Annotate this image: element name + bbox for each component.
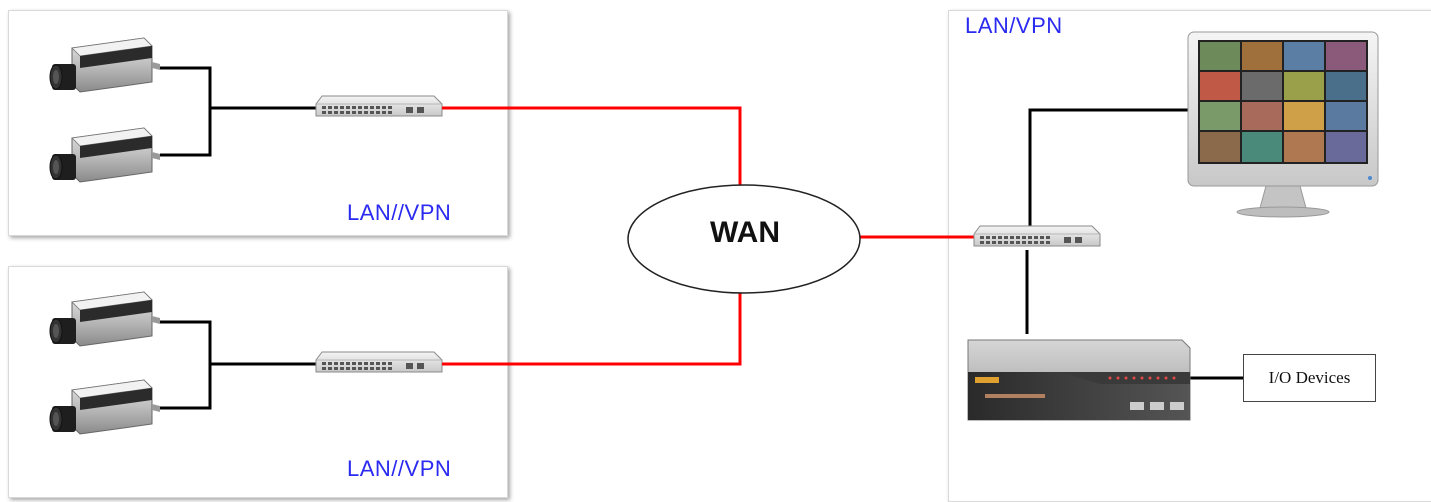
wan-cloud <box>627 184 861 294</box>
network-switch-icon <box>315 351 443 373</box>
io-devices-label: I/O Devices <box>1268 368 1351 387</box>
network-diagram <box>49 31 1379 435</box>
ip-camera-icon <box>49 37 161 93</box>
wan-label: WAN <box>710 216 780 249</box>
monitor-icon <box>1187 31 1379 218</box>
site-a-lan-label: LAN//VPN <box>347 200 452 225</box>
ip-camera-icon <box>49 291 161 347</box>
io-devices-box: I/O Devices <box>1243 354 1376 402</box>
monitor-site-lan-links <box>1025 108 1243 380</box>
site-a-lan-links <box>160 66 318 157</box>
nvr-server-icon <box>967 339 1191 421</box>
network-switch-icon <box>973 225 1101 247</box>
wan-links <box>442 106 978 366</box>
site-b-lan-label: LAN//VPN <box>347 456 452 481</box>
ip-camera-icon <box>49 379 161 435</box>
network-switch-icon <box>315 95 443 117</box>
site-b-lan-links <box>160 320 318 410</box>
monitor-site-lan-label: LAN/VPN <box>965 13 1063 38</box>
ip-camera-icon <box>49 127 161 183</box>
